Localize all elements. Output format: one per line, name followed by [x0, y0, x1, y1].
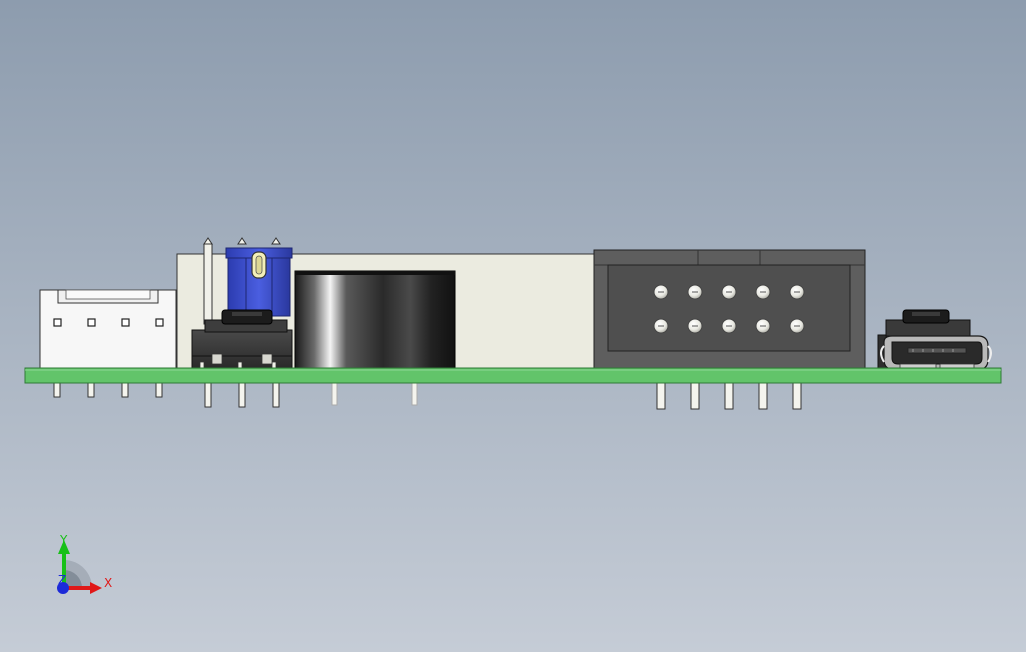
buzzer-cylinder[interactable]	[294, 270, 456, 369]
z-axis-dot	[57, 582, 69, 594]
pin	[792, 382, 802, 410]
pcb-board[interactable]	[24, 367, 1002, 384]
three-pin-header[interactable]	[203, 237, 281, 325]
left-white-connector[interactable]	[39, 289, 177, 369]
pin	[272, 382, 280, 408]
pin	[155, 382, 163, 398]
tactile-switch-left[interactable]	[191, 309, 293, 369]
pin	[758, 382, 768, 410]
x-axis-arrow	[90, 582, 102, 594]
micro-usb-connector[interactable]	[880, 335, 992, 371]
y-axis-label: Y	[59, 533, 68, 547]
x-axis-label: X	[104, 576, 112, 590]
tactile-switch-right[interactable]	[877, 309, 971, 369]
pin	[204, 382, 212, 408]
y-axis-arrow	[58, 540, 70, 554]
connector-hole	[53, 318, 62, 327]
pin	[690, 382, 700, 410]
z-axis-label: Z	[58, 573, 66, 587]
pin	[724, 382, 734, 410]
blue-jumper[interactable]	[225, 247, 293, 317]
pin	[238, 382, 246, 408]
connector-hole	[121, 318, 130, 327]
pin	[331, 382, 338, 406]
box-header-2x5[interactable]	[593, 249, 866, 369]
pin	[53, 382, 61, 398]
connector-hole	[87, 318, 96, 327]
pin	[411, 382, 418, 406]
pin	[87, 382, 95, 398]
pin	[656, 382, 666, 410]
pin	[121, 382, 129, 398]
connector-hole	[155, 318, 164, 327]
coordinate-triad: Y X Z	[57, 533, 112, 594]
